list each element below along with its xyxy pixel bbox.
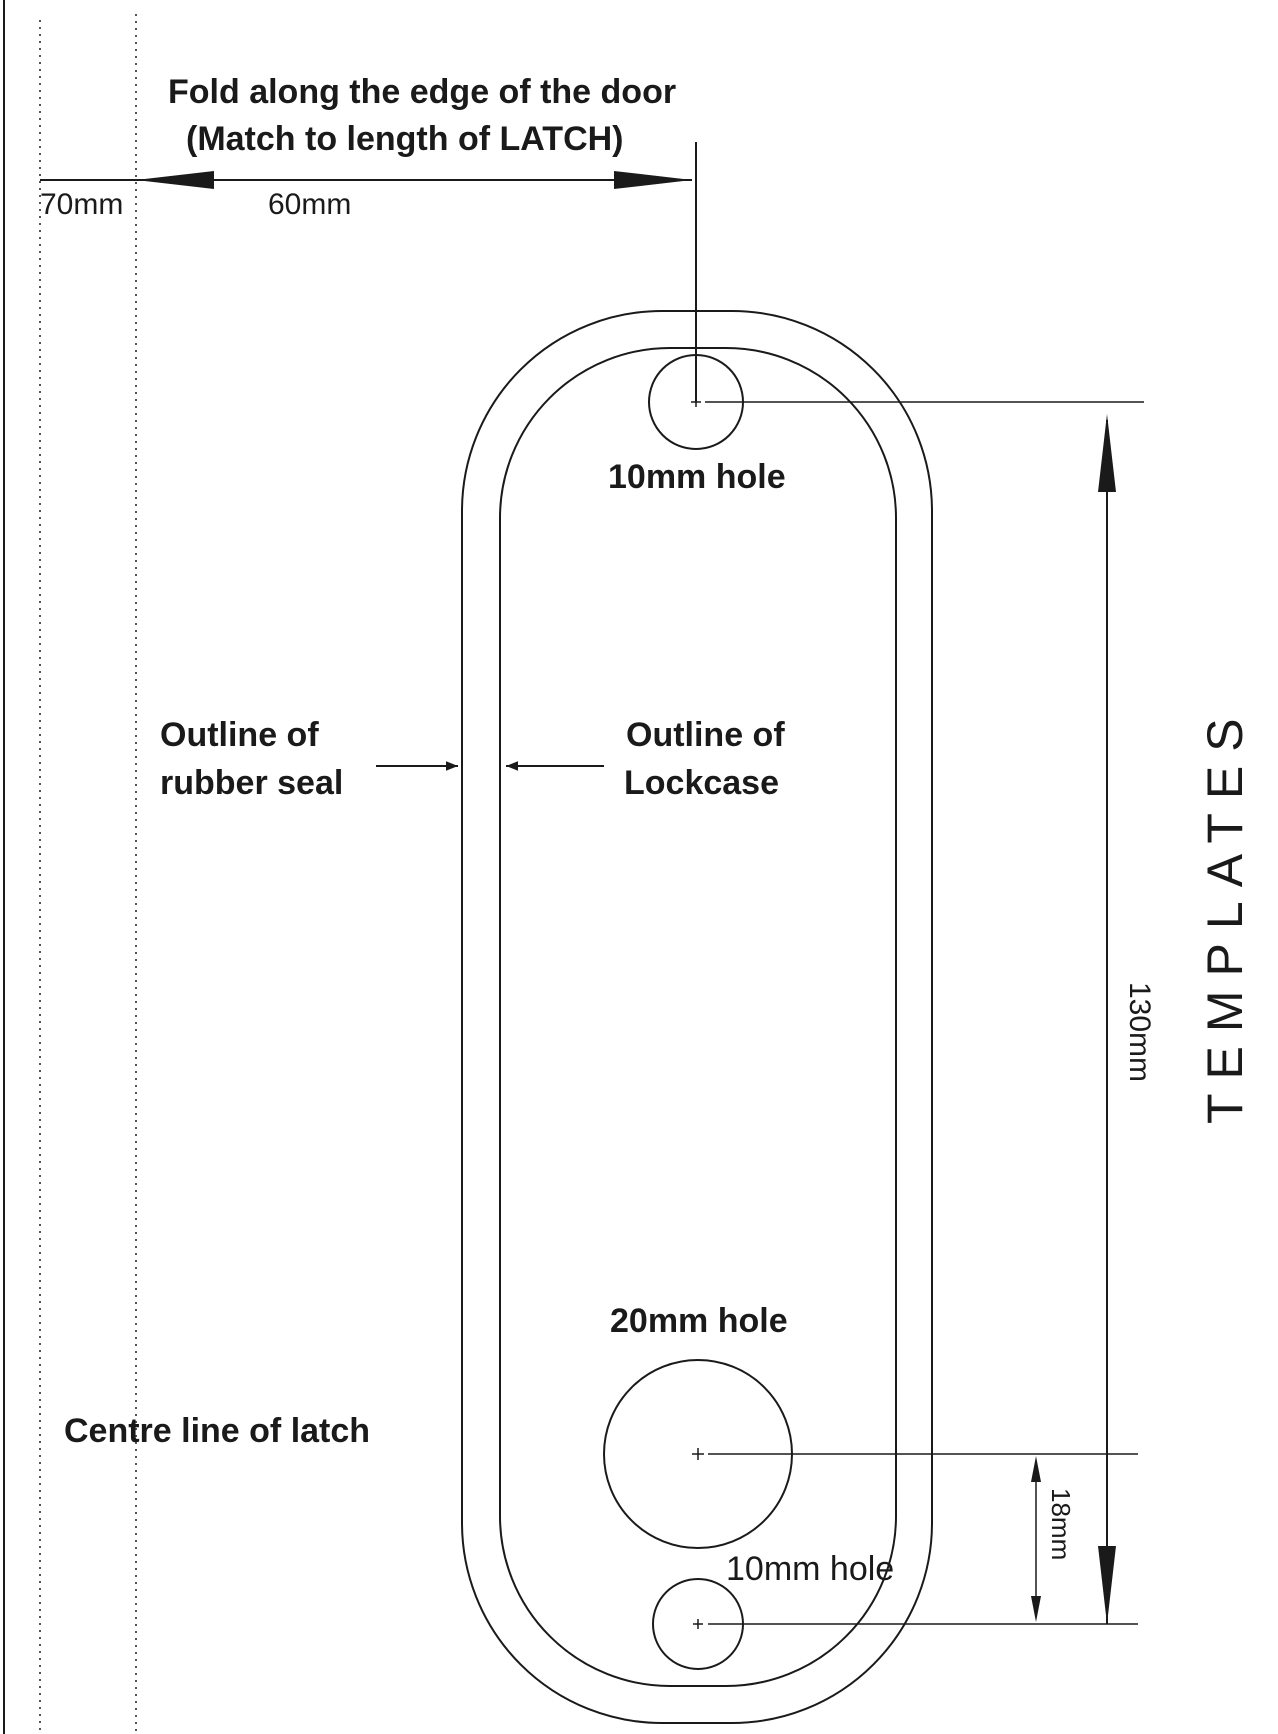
spacing-arrow-top bbox=[1031, 1456, 1041, 1482]
fold-distance-label: 60mm bbox=[268, 188, 351, 221]
templates-title: TEMPLATES bbox=[1197, 704, 1253, 1124]
bottom-hole-label: 10mm hole bbox=[726, 1550, 894, 1588]
length-arrow-bottom bbox=[1098, 1546, 1116, 1624]
rubber-seal-outline bbox=[461, 310, 933, 1724]
length-arrow-top bbox=[1098, 414, 1116, 492]
lockcase-outline bbox=[499, 347, 897, 1687]
lockcase-label-line1: Outline of bbox=[626, 716, 785, 754]
fold-instruction-line2: (Match to length of LATCH) bbox=[186, 120, 624, 158]
lockcase-label-line2: Lockcase bbox=[624, 764, 779, 802]
spacing-arrow-bottom bbox=[1031, 1596, 1041, 1622]
bottom-spacing-label: 18mm bbox=[1046, 1488, 1076, 1560]
dimension-arrow-right bbox=[614, 171, 692, 189]
top-hole-label: 10mm hole bbox=[608, 458, 786, 496]
rubber-seal-label-line1: Outline of bbox=[160, 716, 319, 754]
centre-line-label: Centre line of latch bbox=[64, 1412, 370, 1450]
dimension-arrow-left bbox=[136, 171, 214, 189]
left-offset-label: 70mm bbox=[40, 188, 123, 221]
fold-instruction-line1: Fold along the edge of the door bbox=[168, 73, 676, 111]
middle-hole-label: 20mm hole bbox=[610, 1302, 788, 1340]
rubber-seal-label-line2: rubber seal bbox=[160, 764, 343, 802]
total-length-label: 130mm bbox=[1123, 982, 1156, 1082]
